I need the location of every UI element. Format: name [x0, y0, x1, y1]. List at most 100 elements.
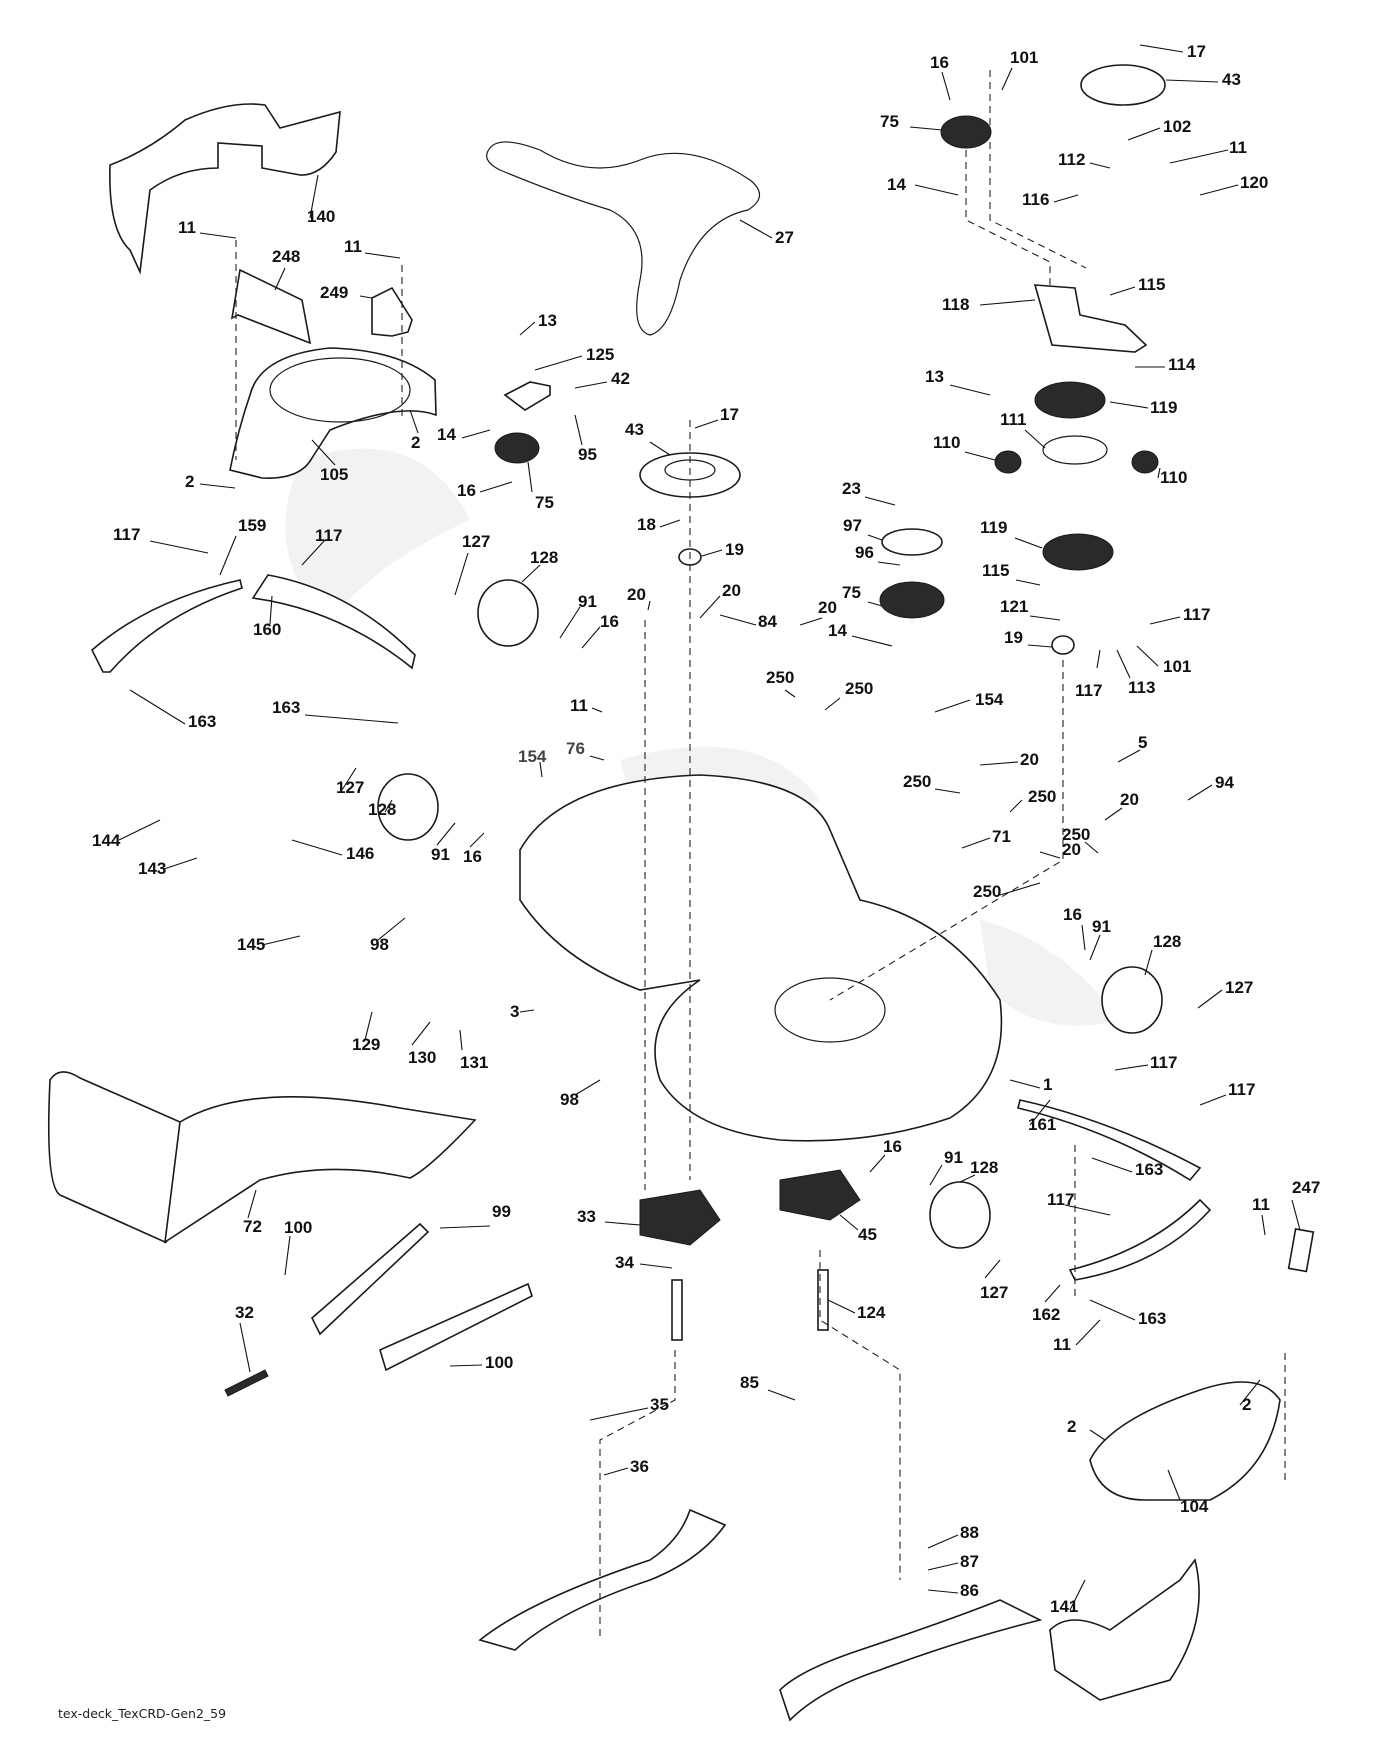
part-32-spring: [224, 1369, 269, 1397]
callout-label: 98: [370, 935, 389, 954]
callout-label: 127: [336, 778, 364, 797]
part-159-skid: [91, 579, 243, 673]
part-27-belt: [486, 141, 761, 336]
callout-125: 125: [534, 345, 614, 371]
callout-label: 11: [344, 237, 362, 256]
callout-label: 17: [720, 405, 739, 424]
callout-71: 71: [961, 827, 1011, 849]
callout-label: 154: [518, 747, 547, 766]
callout-leader-line: [1239, 1379, 1261, 1406]
callout-label: 110: [933, 433, 960, 452]
callout-2: 2: [185, 472, 236, 491]
callout-leader-line: [129, 689, 186, 725]
callout-leader-line: [934, 699, 971, 713]
callout-label: 20: [627, 585, 646, 604]
callout-117: 117: [1075, 649, 1102, 700]
callout-250: 250: [824, 679, 873, 711]
callout-20: 20: [1104, 790, 1139, 821]
callout-leader-line: [1157, 467, 1161, 479]
callout-leader-line: [1197, 989, 1223, 1009]
callout-163: 163: [129, 689, 216, 731]
callout-leader-line: [539, 761, 543, 778]
callout-leader-line: [534, 355, 583, 371]
callout-16: 16: [457, 481, 513, 500]
callout-label: 19: [725, 540, 744, 559]
callout-leader-line: [409, 409, 419, 434]
callout-label: 11: [178, 218, 196, 237]
callout-141: 141: [1050, 1579, 1086, 1616]
part-75-idler-pulley-right: [879, 581, 945, 619]
callout-label: 98: [560, 1090, 579, 1109]
callout-leader-line: [867, 601, 883, 607]
callout-leader-line: [603, 1467, 629, 1476]
callout-label: 250: [766, 668, 794, 687]
callout-2: 2: [1067, 1417, 1106, 1441]
callout-leader-line: [309, 174, 319, 219]
callout-115: 115: [1109, 275, 1165, 296]
callout-label: 250: [973, 882, 1001, 901]
callout-label: 101: [1163, 657, 1191, 676]
callout-label: 1: [1043, 1075, 1052, 1094]
callout-leader-line: [1149, 616, 1181, 625]
callout-label: 2: [1242, 1395, 1251, 1414]
callout-label: 5: [1138, 733, 1147, 752]
callout-leader-line: [239, 1322, 251, 1373]
callout-leader-line: [1029, 1099, 1051, 1126]
callout-250: 250: [973, 882, 1041, 901]
callout-75: 75: [880, 112, 943, 131]
callout-117: 117: [1149, 605, 1210, 625]
callout-117: 117: [1047, 1190, 1111, 1216]
callout-label: 2: [185, 472, 194, 491]
callout-leader-line: [927, 1589, 959, 1594]
callout-105: 105: [311, 439, 348, 484]
callout-label: 11: [1053, 1335, 1071, 1354]
callout-leader-line: [469, 832, 485, 848]
part-75-idler-pulley-left: [494, 432, 540, 464]
callout-249: 249: [320, 283, 373, 302]
callout-154: 154: [518, 747, 547, 778]
callout-label: 117: [315, 526, 342, 545]
callout-label: 248: [272, 247, 300, 266]
callout-247: 247: [1291, 1178, 1320, 1231]
callout-leader-line: [449, 1364, 483, 1367]
callout-label: 43: [625, 420, 644, 439]
callout-leader-line: [574, 381, 608, 389]
callout-114: 114: [1135, 355, 1196, 374]
callout-leader-line: [767, 1389, 796, 1401]
callout-label: 113: [1128, 678, 1155, 697]
callout-leader-line: [589, 755, 605, 761]
callout-label: 112: [1058, 150, 1085, 169]
callout-leader-line: [269, 595, 273, 625]
callout-leader-line: [199, 483, 236, 489]
callout-11: 11: [1252, 1195, 1270, 1236]
callout-leader-line: [1136, 645, 1159, 667]
callout-leader-line: [411, 1021, 431, 1046]
callout-84: 84: [719, 612, 777, 631]
callout-leader-line: [649, 441, 671, 456]
callout-117: 117: [1114, 1053, 1177, 1072]
part-125-bracket: [503, 381, 551, 411]
callout-127: 127: [454, 532, 490, 596]
callout-label: 75: [880, 112, 899, 131]
callout-label: 131: [460, 1053, 488, 1072]
callout-label: 100: [485, 1353, 513, 1372]
callout-label: 127: [980, 1283, 1008, 1302]
callout-leader-line: [1029, 615, 1061, 621]
callout-33: 33: [577, 1207, 641, 1226]
callout-163: 163: [1089, 1299, 1166, 1328]
callout-leader-line: [979, 761, 1019, 766]
callout-label: 20: [1020, 750, 1039, 769]
callout-250: 250: [1062, 825, 1099, 854]
callout-leader-line: [929, 1164, 943, 1186]
callout-143: 143: [138, 857, 198, 878]
callout-leader-line: [1089, 1429, 1106, 1441]
callout-leader-line: [311, 439, 336, 466]
callout-label: 91: [1092, 917, 1111, 936]
callout-leader-line: [1127, 127, 1161, 141]
callout-label: 88: [960, 1523, 979, 1542]
callout-98: 98: [560, 1079, 601, 1109]
callout-111: 111: [1000, 410, 1046, 449]
part-128-wheel-4: [929, 1181, 991, 1249]
callout-17: 17: [1139, 42, 1206, 61]
callout-36: 36: [603, 1457, 649, 1476]
